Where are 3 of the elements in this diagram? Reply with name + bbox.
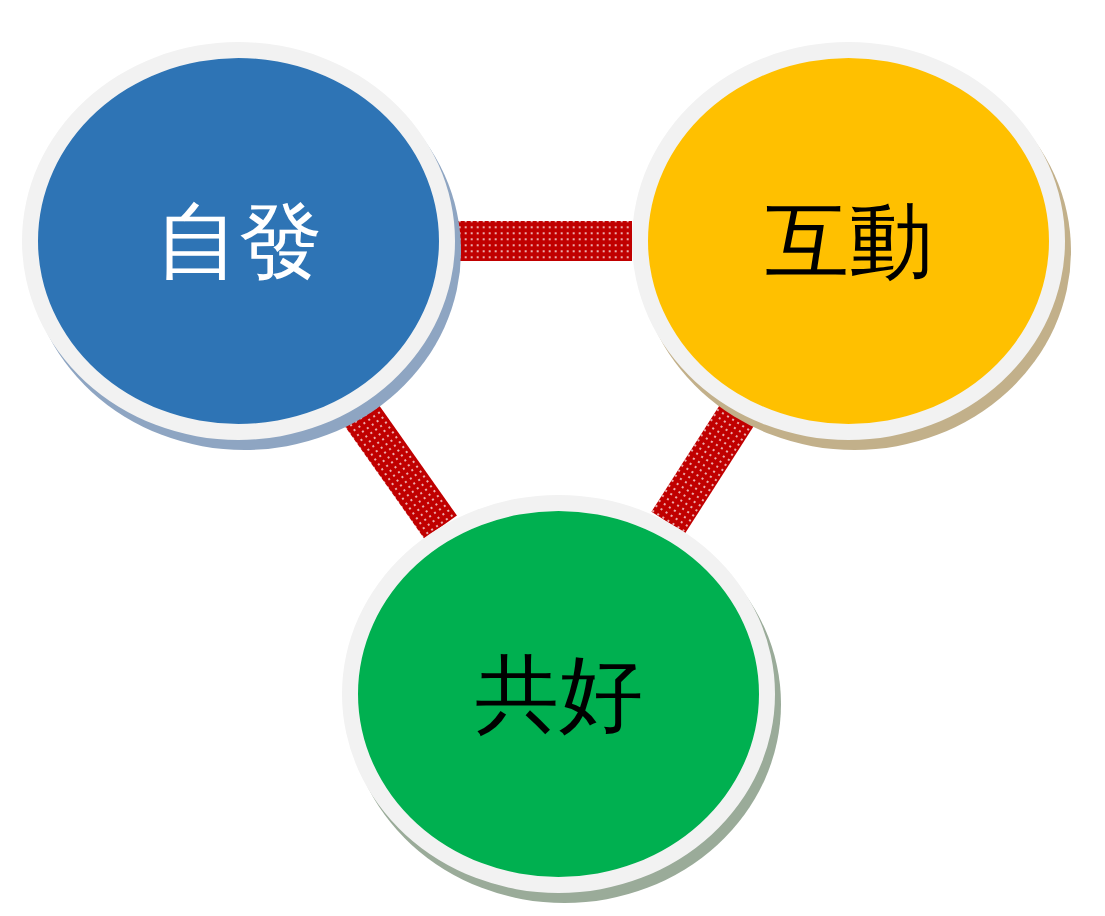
node-label: 互動 [764,199,933,283]
node-label: 共好 [474,652,643,736]
node-label: 自發 [154,199,323,283]
